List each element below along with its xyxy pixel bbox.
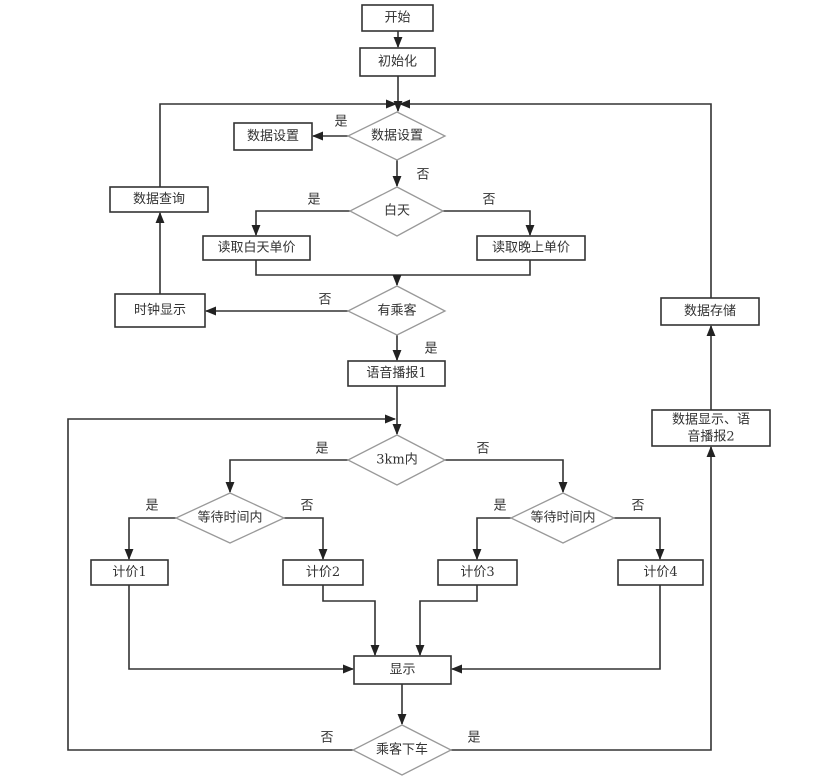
decision-has-passenger: 有乘客 (346, 285, 447, 336)
edge-waitleft-yes (124, 517, 176, 561)
decision-data-setting-label: 数据设置 (371, 129, 423, 144)
node-data-setting-label: 数据设置 (247, 129, 299, 144)
edge-price2-display (322, 585, 380, 657)
node-clock-display: 时钟显示 (114, 293, 206, 328)
edge-label-data-setting-yes: 是 (334, 115, 347, 130)
node-voice-broadcast-1: 语音播报1 (347, 360, 446, 387)
node-voice-broadcast-1-label: 语音播报1 (366, 365, 426, 381)
node-start-label: 开始 (384, 11, 410, 26)
edge-alight-yes (451, 445, 716, 751)
decision-daytime: 白天 (348, 186, 445, 237)
decision-passenger-alight-label: 乘客下车 (376, 742, 428, 758)
edge-waitleft-no (284, 517, 328, 561)
edge-km-yes (225, 459, 348, 494)
edge-label-wait-right-yes: 是 (493, 499, 506, 514)
node-data-query: 数据查询 (109, 186, 209, 213)
node-init-label: 初始化 (378, 55, 417, 70)
decision-wait-time-left-label: 等待时间内 (197, 510, 262, 526)
node-read-day-price: 读取白天单价 (202, 235, 311, 261)
decision-has-passenger-label: 有乘客 (377, 303, 416, 319)
edge-label-passenger-no: 否 (318, 293, 331, 308)
node-data-storage-label: 数据存储 (684, 304, 736, 319)
edge-km-no (445, 459, 568, 494)
edge-label-daytime-yes: 是 (307, 193, 320, 208)
node-price-1: 计价1 (90, 559, 169, 586)
decision-wait-time-right: 等待时间内 (509, 492, 616, 544)
node-price-3-label: 计价3 (460, 565, 494, 580)
edge-daytime-yes (251, 210, 350, 237)
edge-label-daytime-no: 否 (482, 193, 495, 208)
node-price-2-label: 计价2 (306, 565, 340, 580)
node-read-night-price-label: 读取晚上单价 (492, 241, 570, 256)
edge-label-data-setting-no: 否 (416, 168, 429, 183)
edge-label-km-no: 否 (476, 442, 489, 457)
edge-label-wait-right-no: 否 (631, 499, 644, 514)
decision-daytime-label: 白天 (384, 203, 410, 219)
edge-label-wait-left-yes: 是 (145, 499, 158, 514)
node-price-2: 计价2 (282, 559, 364, 586)
edge-price3-display (415, 585, 478, 657)
node-price-4: 计价4 (617, 559, 704, 586)
node-data-storage: 数据存储 (660, 297, 760, 326)
edge-waitright-yes (472, 517, 511, 561)
edge-price4-display (450, 585, 661, 674)
node-data-query-label: 数据查询 (133, 192, 185, 207)
node-display: 显示 (353, 655, 452, 685)
edge-storage-loop (398, 99, 712, 298)
edge-label-wait-left-no: 否 (300, 499, 313, 514)
node-price-3: 计价3 (437, 559, 518, 586)
node-read-day-price-label: 读取白天单价 (217, 240, 295, 256)
node-clock-display-label: 时钟显示 (134, 302, 186, 318)
node-price-1-label: 计价1 (112, 565, 146, 580)
decision-within-3km-label: 3km内 (376, 452, 417, 468)
edge-query-loop (159, 99, 398, 187)
node-init: 初始化 (359, 47, 436, 77)
node-data-display-voice-2: 数据显示、语 音播报2 (651, 409, 771, 447)
node-read-night-price: 读取晚上单价 (476, 235, 586, 261)
decision-passenger-alight: 乘客下车 (351, 724, 453, 776)
connectors (67, 31, 716, 751)
edge-daytime-no (443, 210, 535, 237)
decision-data-setting: 数据设置 (346, 111, 447, 161)
node-data-display-voice-2-line1: 数据显示、语 (672, 413, 750, 428)
edge-waitright-no (614, 517, 665, 561)
edge-label-alight-yes: 是 (467, 731, 480, 746)
node-data-display-voice-2-line2: 音播报2 (687, 429, 734, 445)
decision-wait-time-right-label: 等待时间内 (530, 510, 595, 526)
decision-within-3km: 3km内 (346, 434, 447, 486)
node-display-label: 显示 (389, 663, 415, 678)
edge-day-join (255, 260, 531, 276)
node-price-4-label: 计价4 (643, 565, 677, 580)
node-data-setting: 数据设置 (233, 122, 313, 151)
edge-alight-no (67, 414, 397, 751)
edge-label-passenger-yes: 是 (424, 342, 437, 357)
decision-wait-time-left: 等待时间内 (174, 492, 286, 544)
edge-labels: 是 否 是 否 否 是 是 否 是 否 是 否 否 是 (145, 115, 644, 746)
edge-price1-display (128, 585, 355, 674)
edge-label-alight-no: 否 (320, 731, 333, 746)
edge-label-km-yes: 是 (315, 442, 328, 457)
node-start: 开始 (361, 4, 434, 32)
